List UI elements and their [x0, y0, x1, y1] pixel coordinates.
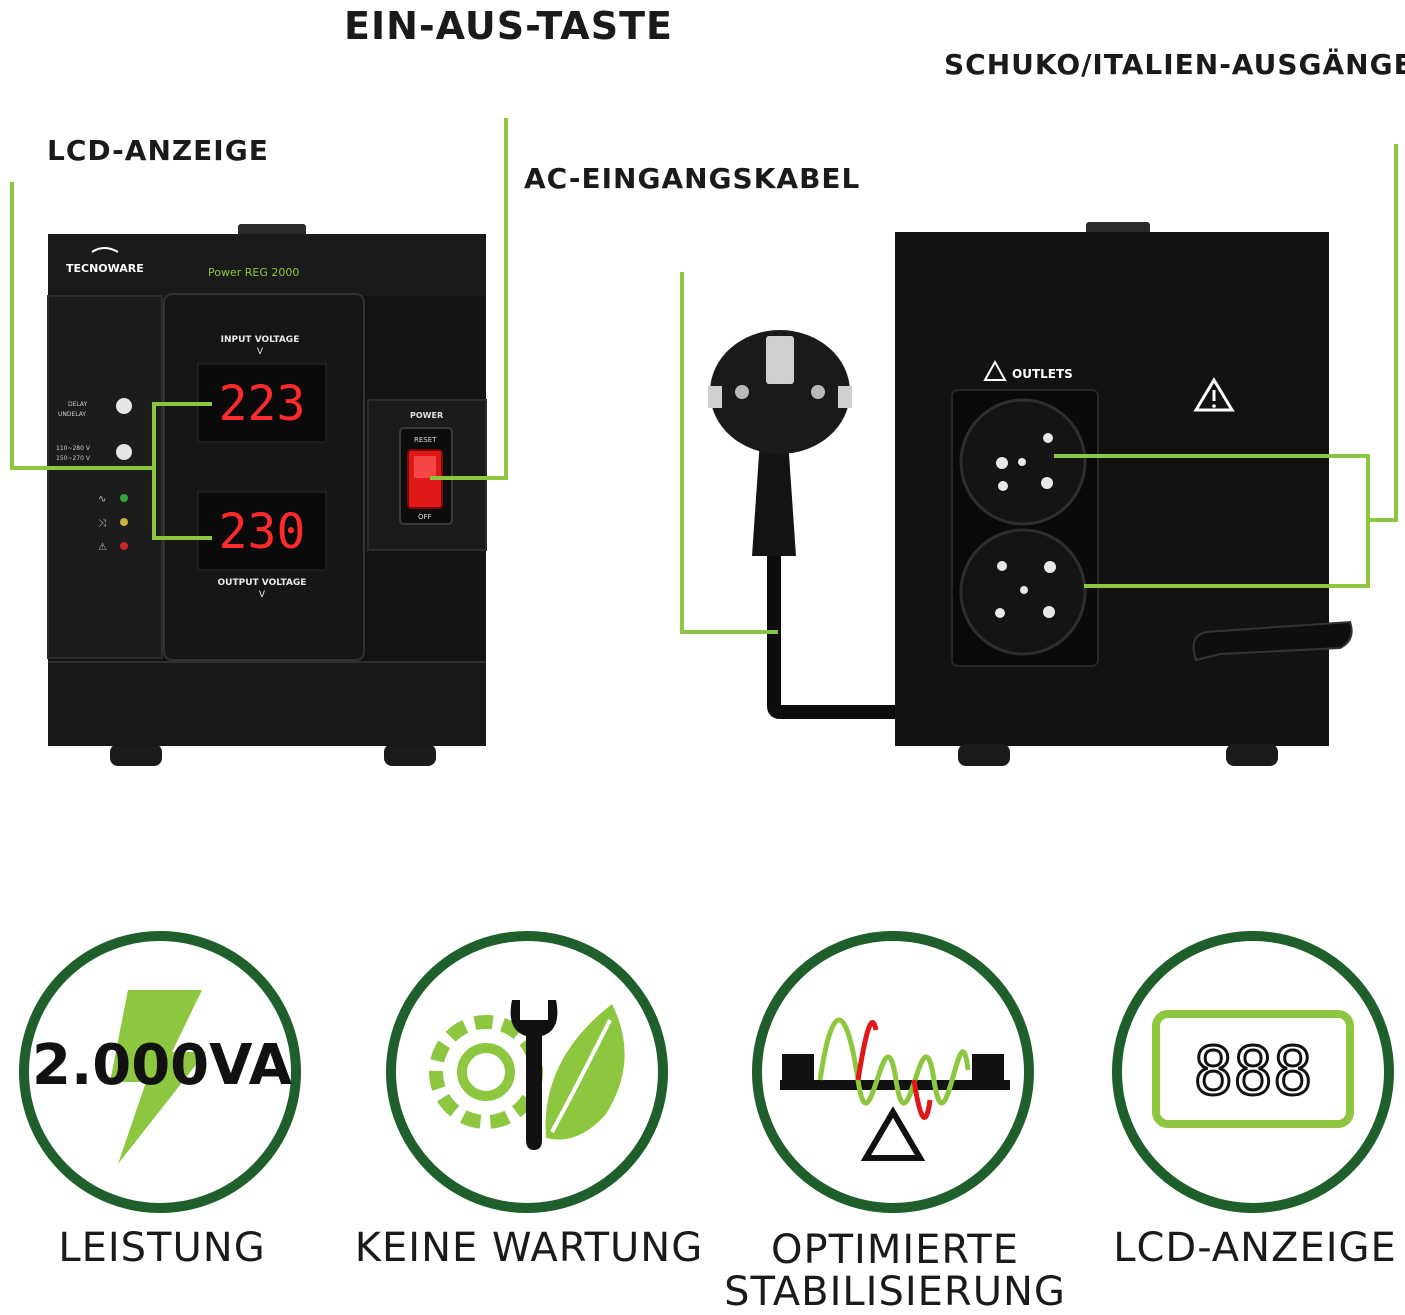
- power-label: POWER: [410, 411, 443, 420]
- callout-power-button: EIN-AUS-TASTE: [344, 4, 673, 48]
- input-voltage-label: INPUT VOLTAGE: [221, 335, 300, 345]
- range-high-label: 150~270 V: [56, 455, 91, 462]
- feature-label-maintenance: KEINE WARTUNG: [354, 1225, 704, 1271]
- model-name: Power REG 2000: [208, 266, 299, 279]
- yellow-led-icon: [120, 518, 128, 526]
- input-voltage-display: [197, 363, 327, 443]
- input-voltage-value: 223: [219, 376, 306, 432]
- callout-lines: [10, 118, 1398, 634]
- weight-left-icon: [782, 1054, 814, 1080]
- outlet-top: [959, 398, 1087, 526]
- outlets-label: OUTLETS: [1012, 367, 1073, 381]
- off-label: OFF: [418, 513, 432, 521]
- feature-label-stabilization-1: OPTIMIERTE: [770, 1227, 1019, 1273]
- ac-plug-cable: [708, 330, 895, 719]
- output-voltage-label: OUTPUT VOLTAGE: [218, 578, 307, 588]
- front-unit: TECNOWARE Power REG 2000 INPUT VOLTAGE V…: [47, 224, 487, 766]
- delay-label: DELAY: [68, 401, 88, 408]
- feature-stabilization-icon: [752, 931, 1034, 1213]
- feature-lcd-icon: 888: [1112, 931, 1394, 1213]
- delay-button[interactable]: [116, 398, 132, 414]
- reset-label: RESET: [414, 436, 437, 444]
- rear-unit: OUTLETS: [895, 222, 1353, 766]
- outlet-bottom: [959, 528, 1087, 656]
- gear-icon: [429, 1015, 543, 1129]
- output-voltage-unit: V: [259, 590, 266, 600]
- input-voltage-unit: V: [257, 347, 264, 357]
- undelay-label: UNDELAY: [58, 411, 86, 418]
- lcd-display-icon: [1152, 1010, 1354, 1128]
- brand-logo-icon: [91, 247, 119, 253]
- green-led-icon: [120, 494, 128, 502]
- output-voltage-display: [197, 491, 327, 571]
- ac-wave-icon: ∿: [98, 494, 106, 505]
- warning-small-icon: ⚠: [98, 542, 107, 553]
- power-rating: 2.000VA: [32, 1033, 293, 1098]
- wave-icon: [817, 1017, 971, 1106]
- weight-right-icon: [972, 1054, 1004, 1080]
- feature-maintenance-icon: [386, 931, 668, 1213]
- feature-label-stabilization-2: STABILISIERUNG: [724, 1269, 1066, 1315]
- range-button[interactable]: [116, 444, 132, 460]
- wrench-icon: [510, 1000, 558, 1150]
- rear-warning-icon: [1193, 377, 1235, 412]
- lcd-digits: 888: [1193, 1033, 1312, 1110]
- red-led-icon: [120, 542, 128, 550]
- feature-power-icon: 2.000VA: [19, 931, 301, 1213]
- feature-label-power: LEISTUNG: [58, 1225, 266, 1271]
- shuffle-icon: ⤨: [98, 518, 106, 529]
- callout-ac-cable: AC-EINGANGSKABEL: [524, 162, 861, 195]
- feature-label-lcd: LCD-ANZEIGE: [1113, 1225, 1397, 1271]
- range-low-label: 110~280 V: [56, 445, 91, 452]
- outlet-warning-icon: [983, 359, 1007, 381]
- callout-outputs: SCHUKO/ITALIEN-AUSGÄNGE: [944, 48, 1405, 81]
- lightning-icon: [110, 990, 206, 1164]
- brand-name: TECNOWARE: [66, 262, 144, 275]
- output-voltage-value: 230: [219, 504, 306, 560]
- callout-lcd: LCD-ANZEIGE: [47, 134, 269, 167]
